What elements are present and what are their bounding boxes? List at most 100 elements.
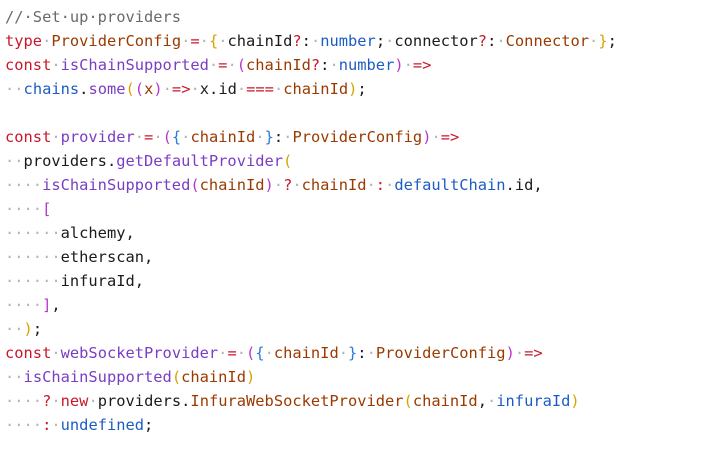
code-token: undefined [60, 416, 145, 434]
code-line[interactable]: ······etherscan, [5, 245, 699, 269]
whitespace-marker: · [385, 176, 395, 194]
code-token: ) [505, 344, 515, 362]
whitespace-marker: · [218, 32, 228, 50]
whitespace-marker: · [310, 32, 321, 50]
code-line[interactable]: type·ProviderConfig·=·{·chainId?:·number… [5, 29, 699, 53]
code-line[interactable]: //·Set·up·providers [5, 5, 699, 29]
code-token: ] [42, 296, 52, 314]
whitespace-marker: · [403, 56, 413, 74]
code-token: . [505, 176, 515, 194]
whitespace-marker: · [181, 32, 191, 50]
code-token: . [181, 392, 191, 410]
code-token: . [209, 80, 219, 98]
code-token: : [487, 32, 497, 50]
code-token: getDefaultProvider [116, 152, 284, 170]
code-line[interactable]: ······infuraId, [5, 269, 699, 293]
code-token: ? [283, 176, 293, 194]
code-token: id [218, 80, 237, 98]
code-token: chainId [301, 176, 367, 194]
whitespace-marker: · [199, 32, 209, 50]
code-token: ? [292, 32, 302, 50]
whitespace-marker: · [42, 32, 52, 50]
code-token: x [199, 80, 210, 98]
code-token: infuraId [496, 392, 571, 410]
code-token: chainId [412, 392, 478, 410]
whitespace-marker: · [385, 32, 395, 50]
code-token: webSocketProvider [60, 344, 219, 362]
code-token: number [320, 32, 376, 50]
code-line[interactable]: ······alchemy, [5, 221, 699, 245]
whitespace-marker: ···· [5, 200, 43, 218]
whitespace-marker: · [273, 176, 284, 194]
whitespace-marker: ···· [5, 392, 43, 410]
code-line[interactable]: const·provider·=·({·chainId·}:·ProviderC… [5, 125, 699, 149]
code-token: = [227, 344, 237, 362]
whitespace-marker: · [236, 80, 247, 98]
code-token: x [144, 80, 154, 98]
code-token: chains [23, 80, 80, 98]
whitespace-marker: · [283, 128, 293, 146]
whitespace-marker: · [153, 128, 163, 146]
code-token: chainId [190, 128, 256, 146]
whitespace-marker: · [366, 344, 376, 362]
code-token: infuraId [60, 272, 135, 290]
whitespace-marker: · [514, 344, 525, 362]
code-token: ) [394, 56, 404, 74]
code-line[interactable]: ····], [5, 293, 699, 317]
code-token: . [106, 152, 117, 170]
code-token: ( [283, 152, 293, 170]
code-token: ) [348, 80, 358, 98]
code-token: chainId [273, 344, 339, 362]
code-token: , [51, 296, 61, 314]
code-token: //·Set·up·providers [5, 8, 182, 26]
code-line[interactable]: ····:·undefined; [5, 413, 699, 437]
code-line[interactable]: ····?·new·providers.InfuraWebSocketProvi… [5, 389, 699, 413]
code-token: type [5, 32, 43, 50]
code-line[interactable]: ····[ [5, 197, 699, 221]
code-line[interactable]: ··isChainSupported(chainId) [5, 365, 699, 389]
code-token: number [338, 56, 395, 74]
code-token: defaultChain [394, 176, 506, 194]
code-token: [ [42, 200, 52, 218]
code-token: chainId [199, 176, 265, 194]
code-line[interactable] [5, 101, 699, 125]
code-line[interactable]: ····isChainSupported(chainId)·?·chainId·… [5, 173, 699, 197]
whitespace-marker: · [134, 128, 145, 146]
whitespace-marker: · [88, 392, 98, 410]
code-token: ) [570, 392, 580, 410]
code-token: ( [125, 80, 135, 98]
code-token: => [412, 56, 432, 74]
code-token: provider [60, 128, 135, 146]
whitespace-marker: · [329, 56, 339, 74]
code-token: const [5, 56, 52, 74]
code-line[interactable]: ··); [5, 317, 699, 341]
whitespace-marker: · [255, 128, 265, 146]
code-token: Connector [505, 32, 590, 50]
code-line[interactable]: ··providers.getDefaultProvider( [5, 149, 699, 173]
code-token: : [375, 176, 386, 194]
code-editor[interactable]: //·Set·up·providers type·ProviderConfig·=… [5, 5, 699, 445]
whitespace-marker: · [292, 176, 302, 194]
code-line[interactable]: const·webSocketProvider·=·({·chainId·}:·… [5, 341, 699, 365]
code-token: { [255, 344, 265, 362]
code-token: => [171, 80, 191, 98]
whitespace-marker: · [208, 56, 219, 74]
code-line[interactable]: const·isChainSupported·=·(chainId?:·numb… [5, 53, 699, 77]
code-token: , [477, 392, 487, 410]
code-token: ( [162, 128, 172, 146]
code-token: chainId [246, 56, 311, 74]
code-token: ; [144, 416, 154, 434]
code-token: isChainSupported [42, 176, 191, 194]
code-token: chainId [227, 32, 293, 50]
code-token: ; [32, 320, 43, 338]
code-token: : [301, 32, 311, 50]
whitespace-marker: · [264, 344, 274, 362]
whitespace-marker: · [338, 344, 348, 362]
whitespace-marker: · [51, 56, 61, 74]
code-token: => [524, 344, 543, 362]
code-token: : [42, 416, 52, 434]
code-line[interactable]: ··chains.some((x)·=>·x.id·===·chainId); [5, 77, 699, 101]
code-token: providers [23, 152, 107, 170]
code-token: , [533, 176, 543, 194]
code-token: alchemy [60, 224, 126, 242]
